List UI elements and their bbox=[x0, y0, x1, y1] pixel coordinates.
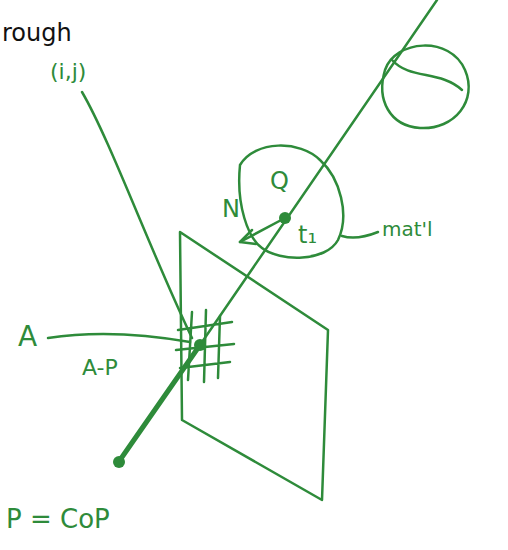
normal-label: N bbox=[222, 196, 240, 222]
material-leader bbox=[342, 232, 378, 238]
distance-label: t₁ bbox=[298, 222, 317, 248]
point-label: A bbox=[18, 322, 37, 353]
normal-arrow bbox=[240, 218, 285, 242]
vector-label: A-P bbox=[82, 356, 118, 380]
object-outline bbox=[239, 146, 343, 258]
point-label: Q bbox=[270, 168, 289, 194]
point-label: P = CoP bbox=[6, 505, 110, 534]
pixel-point bbox=[194, 339, 206, 351]
material-label: mat'l bbox=[382, 218, 433, 240]
cut-caption: rough bbox=[2, 20, 72, 46]
eye-ray bbox=[120, 345, 200, 460]
far-object bbox=[382, 46, 468, 129]
normal-arrowhead bbox=[240, 230, 256, 244]
far-object-stroke bbox=[392, 60, 462, 90]
point-leader bbox=[48, 334, 190, 342]
center-of-projection bbox=[113, 456, 125, 468]
pixel-leader bbox=[82, 92, 192, 338]
pixel-label: (i,j) bbox=[50, 60, 86, 84]
hit-point bbox=[279, 212, 291, 224]
